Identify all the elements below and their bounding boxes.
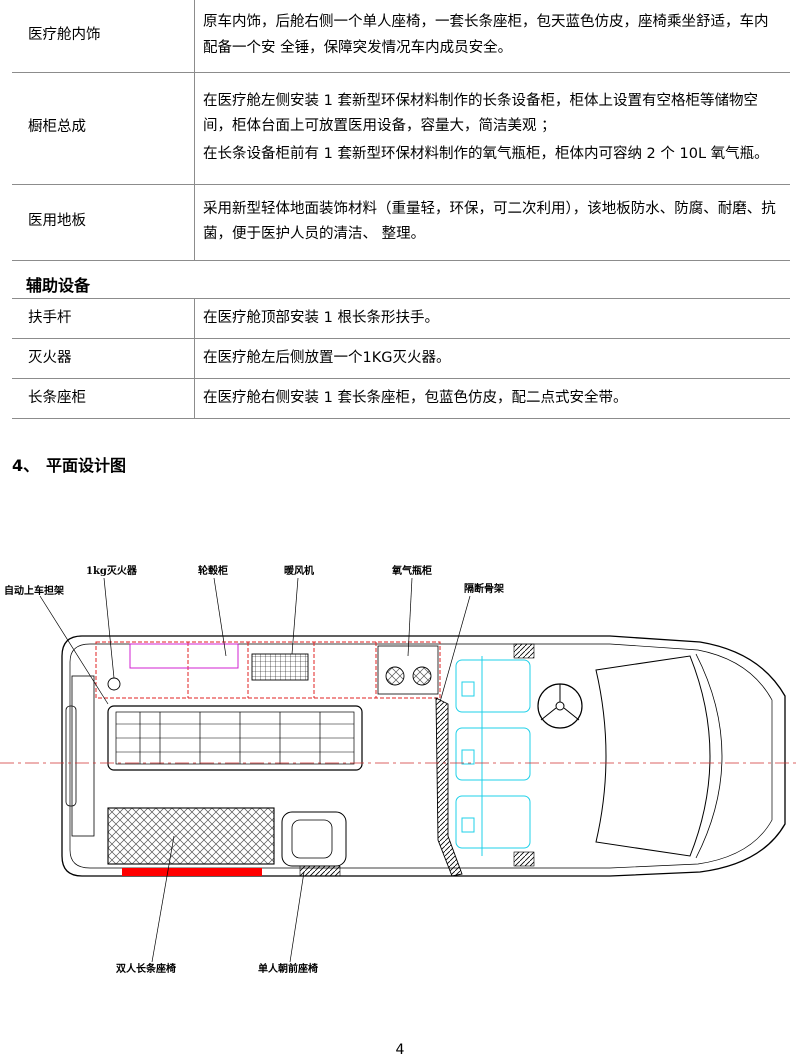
left-cabinet (95, 641, 441, 699)
label-partition: 隔断骨架 (464, 582, 504, 595)
label-oxygen-cabinet: 氧气瓶柜 (391, 564, 432, 577)
subsection-title: 辅助设备 (26, 276, 91, 295)
front-step (513, 851, 535, 867)
floor-hatch (299, 865, 341, 877)
row-label: 医疗舱内饰 (12, 0, 195, 73)
table-row: 医用地板 采用新型轻体地面装饰材料（重量轻，环保，可二次利用），该地板防水、防腐… (12, 184, 790, 261)
cabin-spec-table: 医疗舱内饰 原车内饰，后舱右侧一个单人座椅，一套长条座柜，包天蓝色仿皮，座椅乘坐… (12, 0, 790, 261)
wheel-cabinet-outline (129, 643, 239, 669)
seat-belt-bar (122, 868, 262, 876)
rear-door (71, 675, 95, 837)
row-description: 原车内饰，后舱右侧一个单人座椅，一套长条座柜，包天蓝色仿皮，座椅乘坐舒适，车内配… (194, 0, 790, 73)
row-label: 橱柜总成 (12, 72, 195, 185)
row-description: 在医疗舱顶部安装 1 根长条形扶手。 (194, 298, 790, 339)
label-auto-stretcher: 自动上车担架 (4, 584, 64, 597)
row-label: 灭火器 (12, 338, 195, 379)
row-label: 医用地板 (12, 184, 195, 261)
section-title: 4、平面设计图 (12, 452, 126, 476)
double-long-seat (107, 807, 275, 865)
vehicle-outline (61, 635, 786, 877)
row-description: 在医疗舱右侧安装 1 套长条座柜，包蓝色仿皮，配二点式安全带。 (194, 378, 790, 419)
table-row: 医疗舱内饰 原车内饰，后舱右侧一个单人座椅，一套长条座柜，包天蓝色仿皮，座椅乘坐… (12, 0, 790, 73)
rear-step (65, 705, 77, 807)
row-description: 在医疗舱左侧安装 1 套新型环保材料制作的长条设备柜，柜体上设置有空格柜等储物空… (194, 72, 790, 185)
vehicle-inner-outline (69, 643, 773, 869)
row-description: 采用新型轻体地面装饰材料（重量轻，环保，可二次利用），该地板防水、防腐、耐磨、抗… (194, 184, 790, 261)
front-seats (455, 656, 531, 856)
oxygen-cabinet (377, 645, 439, 695)
section-number: 4、 (12, 456, 40, 475)
label-double-seat: 双人长条座椅 (116, 962, 176, 975)
row-label: 扶手杆 (12, 298, 195, 339)
row-description: 在医疗舱左后侧放置一个1KG灭火器。 (194, 338, 790, 379)
table-row: 长条座柜 在医疗舱右侧安装 1 套长条座柜，包蓝色仿皮，配二点式安全带。 (12, 378, 790, 419)
auxiliary-equipment-table: 扶手杆 在医疗舱顶部安装 1 根长条形扶手。 灭火器 在医疗舱左后侧放置一个1K… (12, 298, 790, 419)
row-label: 长条座柜 (12, 378, 195, 419)
table-row: 橱柜总成 在医疗舱左侧安装 1 套新型环保材料制作的长条设备柜，柜体上设置有空格… (12, 72, 790, 185)
section-title-text: 平面设计图 (46, 456, 127, 475)
hood-line (695, 653, 723, 859)
table-row: 扶手杆 在医疗舱顶部安装 1 根长条形扶手。 (12, 298, 790, 339)
label-wheel-cabinet: 轮毂柜 (198, 564, 228, 577)
partition-frame (435, 697, 463, 877)
oxygen-cylinder (412, 666, 432, 686)
heater-unit (251, 653, 309, 681)
front-step (513, 643, 535, 659)
windshield (595, 655, 711, 857)
label-fire-extinguisher: 1kg灭火器 (86, 565, 138, 577)
table-row: 灭火器 在医疗舱左后侧放置一个1KG灭火器。 (12, 338, 790, 379)
stretcher (107, 705, 363, 771)
page-number: 4 (395, 1042, 405, 1058)
floor-plan-diagram: 1kg灭火器 自动上车担架 轮毂柜 暖风机 氧气瓶柜 隔断骨架 双人长条座椅 单… (0, 564, 800, 975)
fire-extinguisher-symbol (107, 677, 121, 691)
steering-wheel (537, 683, 583, 729)
label-heater: 暖风机 (284, 564, 314, 577)
oxygen-cylinder (385, 666, 405, 686)
seat-cushion (291, 819, 333, 859)
leader-lines (39, 577, 471, 963)
label-single-seat: 单人朝前座椅 (258, 962, 318, 975)
